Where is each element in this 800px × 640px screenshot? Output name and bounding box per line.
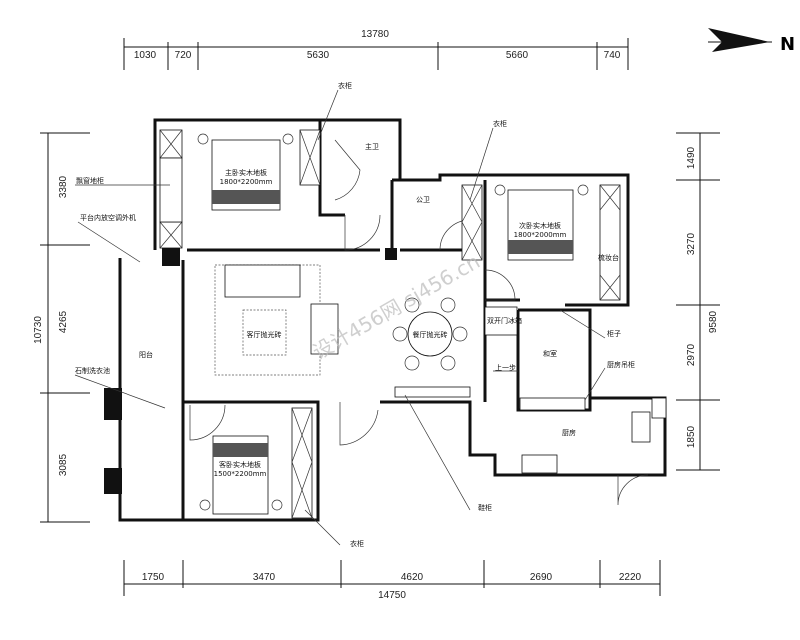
bottom-dimension: 1750 3470 4620 2690 2220 14750	[123, 560, 661, 601]
dim-bottom-total: 14750	[378, 590, 406, 601]
tatami-label: 和室	[543, 349, 557, 358]
dim-top-total: 13780	[361, 29, 389, 40]
north-arrow-icon	[708, 28, 772, 52]
doors	[189, 139, 649, 506]
cabinet-callout: 柜子	[607, 329, 621, 338]
ac-platform-callout: 平台内放空调外机	[80, 213, 136, 222]
dim-bottom: 4620	[401, 572, 424, 583]
north-label: N	[780, 34, 795, 55]
dim-top: 1030	[134, 50, 157, 61]
left-dimension: 10730 3380 4265 3085	[33, 132, 90, 523]
second-bed	[494, 184, 589, 261]
dim-left: 3085	[58, 453, 69, 476]
laundry-basin-callout: 石制洗衣池	[75, 366, 110, 375]
dim-bottom: 3470	[253, 572, 276, 583]
callouts: 衣柜 衣柜 衣柜 飘窗地柜 平台内放空调外机 石制洗衣池 双开门冰箱 柜子 厨房…	[74, 81, 635, 548]
wardrobes	[159, 129, 621, 519]
dim-bottom: 2690	[530, 572, 553, 583]
dining-room-label: 餐厅抛光砖	[413, 330, 448, 339]
dresser-callout: 梳妆台	[598, 253, 619, 262]
master-bedroom-label: 主卧实木地板	[225, 168, 267, 177]
dim-right: 1850	[686, 425, 697, 448]
balcony-label: 阳台	[139, 350, 153, 359]
guest-bed	[199, 435, 283, 515]
wardrobe-top-callout: 衣柜	[338, 81, 352, 90]
dim-right: 1490	[686, 146, 697, 169]
dim-top: 5660	[506, 50, 529, 61]
second-bedroom-size: 1800*2000mm	[514, 231, 567, 239]
dim-right: 2970	[686, 343, 697, 366]
dim-bottom: 2220	[619, 572, 642, 583]
wardrobe-guest-callout: 衣柜	[350, 539, 364, 548]
dim-left-total: 10730	[33, 316, 44, 344]
kitchen-label: 厨房	[562, 428, 576, 437]
balcony-window-blocks	[104, 388, 122, 494]
kitchen-cabinet-callout: 厨房吊柜	[607, 360, 635, 369]
sofa	[214, 264, 339, 376]
public-bath-label: 公卫	[416, 196, 430, 204]
step-up-callout: 上一步	[495, 363, 516, 372]
master-bed	[197, 133, 294, 211]
second-bedroom-label: 次卧实木地板	[519, 221, 561, 230]
dim-top: 720	[175, 50, 192, 61]
dim-top: 740	[604, 50, 621, 61]
top-dimension: 13780 1030 720 5630 5660 740	[123, 29, 629, 70]
dining-table	[392, 297, 468, 371]
master-bath-label: 主卫	[365, 142, 379, 151]
guest-bedroom-size: 1500*2200mm	[214, 470, 267, 478]
dim-left: 3380	[58, 175, 69, 198]
living-room-label: 客厅抛光砖	[247, 330, 282, 339]
right-dimension: 9580 1490 3270 2970 1850	[676, 132, 720, 471]
shoe-cabinet-callout: 鞋柜	[478, 503, 492, 512]
dim-right-total: 9580	[708, 310, 719, 333]
guest-bedroom-label: 客卧实木地板	[219, 460, 261, 469]
room-labels: 主卧实木地板 1800*2200mm 次卧实木地板 1800*2000mm 客卧…	[139, 142, 576, 478]
dim-top: 5630	[307, 50, 330, 61]
wardrobe-second-callout: 衣柜	[493, 119, 507, 128]
dim-right: 3270	[686, 232, 697, 255]
kitchen-fixtures	[484, 306, 651, 474]
dim-bottom: 1750	[142, 572, 165, 583]
dim-left: 4265	[58, 310, 69, 333]
master-bedroom-size: 1800*2200mm	[220, 178, 273, 186]
fridge-callout: 双开门冰箱	[487, 316, 522, 325]
bay-window-cabinet-callout: 飘窗地柜	[76, 176, 104, 185]
